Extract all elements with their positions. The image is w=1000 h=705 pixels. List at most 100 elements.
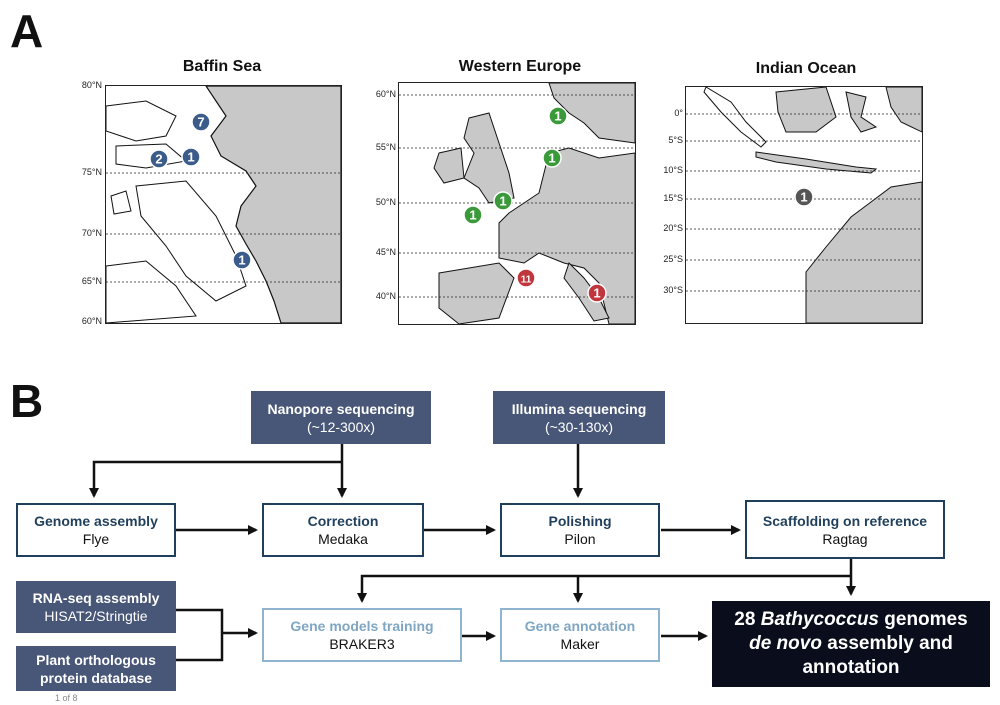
lat-label: 80°N	[81, 80, 102, 90]
lat-label: 25°S	[663, 254, 683, 264]
lat-label: 60°N	[81, 316, 102, 326]
genome-assembly-box: Genome assembly Flye	[16, 503, 176, 557]
map-baffin-svg: 7 2 1 1	[106, 86, 341, 323]
gene-annotation-box: Gene annotation Maker	[500, 608, 660, 662]
nanopore-title: Nanopore sequencing	[267, 400, 415, 417]
plant-orthologous-box: Plant orthologous protein database	[16, 646, 176, 691]
site-marker-count: 11	[521, 275, 532, 286]
nanopore-coverage: (~12-300x)	[306, 418, 376, 435]
greenland-land	[205, 86, 341, 323]
lat-label: 5°S	[668, 135, 683, 145]
site-marker	[181, 147, 201, 167]
site-marker	[542, 148, 562, 168]
baffin-island-north	[106, 100, 177, 142]
site-marker	[548, 106, 568, 126]
site-marker-count: 7	[197, 115, 204, 130]
arrow-nanopore-assembly	[89, 460, 342, 498]
java-land	[755, 151, 878, 174]
map-indian: 1	[685, 86, 923, 324]
lat-label: 40°N	[375, 291, 396, 301]
gene-models-training-box: Gene models training BRAKER3	[262, 608, 462, 662]
nanopore-sequencing-box: Nanopore sequencing (~12-300x)	[251, 391, 431, 444]
polishing-box: Polishing Pilon	[500, 503, 660, 557]
europe-mainland	[498, 147, 635, 324]
correction-title: Correction	[307, 513, 379, 529]
lat-label: 65°N	[81, 276, 102, 286]
site-marker-count: 1	[238, 253, 245, 268]
genome-assembly-tool: Flye	[82, 531, 110, 547]
map-indian-svg: 1	[686, 87, 922, 323]
small-islands-1	[110, 190, 132, 215]
arrow-rnaseq-merge	[176, 608, 224, 633]
gene-annotation-tool: Maker	[560, 636, 600, 652]
final-genomes-box: 28 Bathycoccus genomes de novo assembly …	[712, 601, 990, 687]
mainland-canada	[106, 260, 197, 323]
italy-land	[563, 262, 610, 322]
final-line-1: 28 Bathycoccus genomes	[734, 609, 968, 630]
ireland-land	[433, 147, 465, 184]
site-marker	[463, 205, 483, 225]
illumina-sequencing-box: Illumina sequencing (~30-130x)	[493, 391, 665, 444]
correction-box: Correction Medaka	[262, 503, 424, 557]
arrow-scaffolding-genemodels	[357, 574, 851, 603]
lat-label: 75°N	[81, 167, 102, 177]
australia-land	[805, 181, 922, 323]
site-marker-count: 1	[469, 208, 476, 223]
panel-a-letter: A	[10, 5, 44, 57]
lat-label: 70°N	[81, 228, 102, 238]
iberia-land	[438, 262, 515, 324]
lat-label: 45°N	[375, 247, 396, 257]
site-marker-count: 1	[554, 109, 561, 124]
site-marker	[232, 250, 252, 270]
site-marker	[493, 191, 513, 211]
rnaseq-tool: HISAT2/Stringtie	[44, 608, 148, 624]
site-marker	[191, 112, 211, 132]
lat-label: 55°N	[375, 142, 396, 152]
orthologous-subtitle: protein database	[39, 669, 153, 686]
lat-label: 15°S	[663, 193, 683, 203]
site-marker-count: 1	[593, 286, 600, 301]
borneo-land	[775, 87, 837, 133]
scaffolding-tool: Ragtag	[822, 530, 868, 547]
site-marker-count: 1	[548, 151, 555, 166]
correction-tool: Medaka	[318, 531, 368, 547]
genome-assembly-title: Genome assembly	[34, 513, 158, 529]
illumina-title: Illumina sequencing	[511, 400, 647, 417]
orthologous-title: Plant orthologous	[36, 651, 156, 668]
map-baffin: 7 2 1 1	[105, 85, 342, 324]
map-title-europe: Western Europe	[458, 58, 582, 75]
page-indicator: 1 of 8	[55, 693, 78, 703]
arrow-ortholog-merge	[176, 633, 224, 662]
gene-models-title: Gene models training	[290, 618, 434, 634]
site-marker-count: 1	[499, 194, 506, 209]
scandinavia-land	[548, 83, 635, 144]
site-marker	[516, 268, 536, 288]
gene-models-tool: BRAKER3	[329, 636, 395, 652]
lat-label: 30°S	[663, 285, 683, 295]
map-title-indian: Indian Ocean	[755, 60, 857, 77]
site-marker	[794, 187, 814, 207]
final-line-2: de novo assembly and	[749, 633, 953, 654]
lat-label: 50°N	[375, 197, 396, 207]
sumatra-land	[703, 87, 767, 148]
map-title-baffin: Baffin Sea	[182, 58, 262, 75]
scaffolding-title: Scaffolding on reference	[762, 512, 928, 529]
rnaseq-assembly-box: RNA-seq assembly HISAT2/Stringtie	[16, 581, 176, 633]
site-marker	[587, 283, 607, 303]
lat-label: 0°	[674, 108, 683, 118]
final-line-3: annotation	[802, 657, 900, 678]
lat-label: 20°S	[663, 223, 683, 233]
site-marker-count: 1	[800, 190, 807, 205]
rnaseq-title: RNA-seq assembly	[32, 590, 160, 606]
site-marker-count: 1	[187, 150, 194, 165]
site-marker	[149, 149, 169, 169]
site-marker-count: 2	[155, 152, 162, 167]
polishing-title: Polishing	[548, 513, 612, 529]
sulawesi-land	[845, 91, 878, 133]
new-guinea-land	[885, 87, 922, 133]
panel-b-letter: B	[10, 375, 44, 427]
illumina-coverage: (~30-130x)	[544, 418, 614, 435]
